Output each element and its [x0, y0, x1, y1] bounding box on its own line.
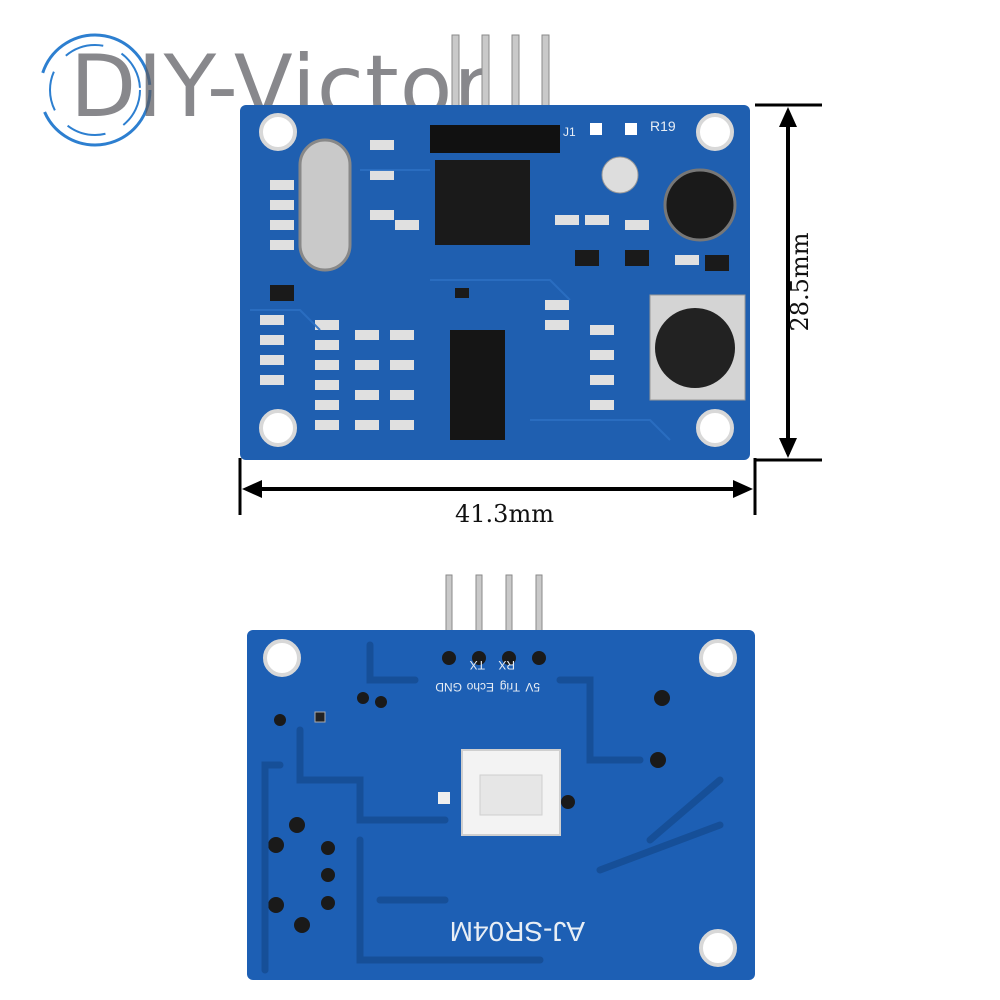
electrolytic-capacitor [663, 168, 737, 242]
model-label: AJ-SR04M [450, 916, 585, 947]
ic-bottom [450, 330, 505, 440]
pin-label-rx: RX [498, 658, 515, 672]
pin-labels: 5V Trig Echo GND RX TX [435, 658, 540, 694]
crystal [298, 138, 352, 272]
bottom-board: 5V Trig Echo GND RX TX AJ-SR04M [247, 574, 755, 980]
silkscreen-r19: R19 [650, 118, 676, 134]
silkscreen-j1: J1 [563, 125, 576, 139]
bottom-header-pins [445, 574, 543, 641]
pin-label-tx: TX [470, 658, 485, 672]
top-board: R19 J1 [240, 34, 750, 460]
pin-label-echo: Echo [466, 680, 494, 694]
height-dimension-label: 28.5mm [786, 232, 814, 332]
pin-label-5v: 5V [525, 680, 540, 694]
pcb [240, 105, 750, 460]
pin-label-trig: Trig [500, 680, 520, 694]
watermark-logo-icon [38, 33, 152, 147]
width-dimension-label: 41.3mm [455, 500, 554, 528]
pin-header-base [430, 125, 560, 153]
pin-label-gnd: GND [435, 680, 462, 694]
ic-top [435, 160, 530, 245]
